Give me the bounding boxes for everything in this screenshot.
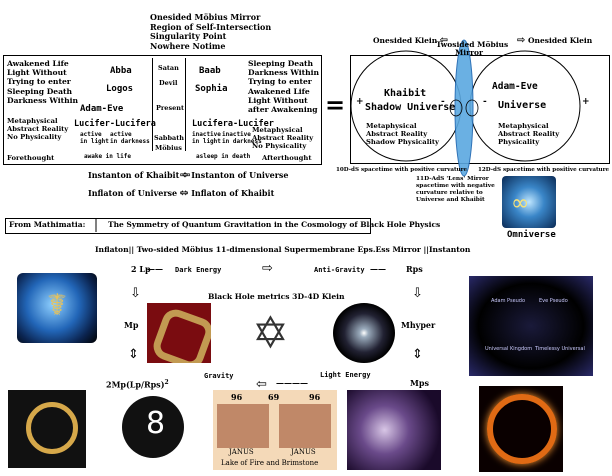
minus-left: - bbox=[441, 98, 445, 107]
universe-label: Universe bbox=[498, 100, 546, 111]
dark-energy-arrow: ⇨ bbox=[262, 262, 273, 275]
updown-arrow-right: ⇕ bbox=[412, 348, 423, 361]
khaibit-label: Khaibit bbox=[384, 88, 426, 99]
omniverse-label: Omniverse bbox=[507, 230, 556, 240]
lens-mirror bbox=[455, 40, 473, 176]
universe-egg-image: Adam Pseudo Eve Pseudo Universal Kingdom… bbox=[469, 276, 593, 376]
onesided-klein-right: ⇨ Onesided Klein bbox=[517, 34, 592, 47]
instanton-khaibit: Instanton of Khaibit ⇦ bbox=[88, 169, 190, 182]
down-arrow-right: ⇩ bbox=[412, 287, 423, 300]
supermembrane-line: Inflaton|| Two-sided Möbius 11-dimension… bbox=[95, 246, 470, 255]
earth-caduceus-image: ☤ bbox=[17, 273, 97, 343]
dark-energy-label: Dark Energy bbox=[175, 266, 221, 274]
janus-right-label: JANUS bbox=[291, 448, 316, 456]
cosmos-label-2: Eve Pseudo bbox=[539, 298, 568, 304]
light-energy-label: Light Energy bbox=[320, 371, 371, 379]
lake-label: Lake of Fire and Brimstone bbox=[221, 459, 318, 467]
dash-line: ———— bbox=[276, 379, 308, 388]
mp-label: Mp bbox=[124, 321, 138, 330]
mathimatia-title: The Symmetry of Quantum Gravitation in t… bbox=[108, 221, 440, 230]
janus-num-3: 96 bbox=[309, 392, 320, 402]
dragon-art-image bbox=[347, 390, 441, 470]
janus-left-label: JANUS bbox=[229, 448, 254, 456]
khaibit-meta: Metaphysical Abstract Reality Shadow Phy… bbox=[366, 122, 439, 146]
bh-metrics-label: Black Hole metrics 3D-4D Klein bbox=[208, 293, 345, 302]
ds-right-note: 12D-dS spacetime with positive curvature bbox=[478, 166, 609, 175]
arrow-rps: —— bbox=[370, 265, 386, 274]
updown-arrow-left: ⇕ bbox=[128, 348, 139, 361]
plus-left: + bbox=[356, 98, 364, 107]
ouroboros-image bbox=[479, 386, 563, 472]
rps-label: Rps bbox=[406, 265, 423, 274]
plus-right: + bbox=[582, 98, 590, 107]
formula-label: 2Mp(Lp/Rps)2 bbox=[106, 379, 169, 389]
down-arrow-left: ⇩ bbox=[130, 287, 141, 300]
mobius-sculpture-image bbox=[147, 303, 211, 363]
mhyper-label: Mhyper bbox=[401, 321, 435, 330]
mps-label: Mps bbox=[410, 379, 429, 388]
cosmos-label-3: Universal Kingdom bbox=[485, 346, 532, 352]
minus-right: - bbox=[483, 98, 487, 107]
cosmic-sphere-image bbox=[333, 303, 395, 363]
omniverse-image: ∞ bbox=[502, 176, 556, 228]
gravity-label: Gravity bbox=[204, 372, 234, 380]
inflaton-khaibit: ⇨ Inflaton of Khaibit bbox=[180, 187, 274, 200]
janus-num-1: 96 bbox=[231, 392, 242, 402]
mirror-label: Mirror bbox=[455, 49, 483, 58]
mathimatia-label: From Mathimatia: bbox=[9, 221, 85, 230]
instanton-universe: ⇨ Instanton of Universe bbox=[180, 169, 289, 182]
inflaton-universe: Inflaton of Universe ⇦ bbox=[88, 187, 188, 200]
janus-num-2: 69 bbox=[268, 392, 279, 402]
cosmos-label-4: Timelessy Universal bbox=[535, 346, 585, 352]
arrow-lp: —— bbox=[147, 265, 163, 274]
lens-note: 11D-AdS 'Lens' Mirror spacetime with neg… bbox=[416, 176, 495, 204]
universe-meta: Metaphysical Abstract Reality Physicalit… bbox=[498, 122, 559, 146]
anti-gravity-label: Anti-Gravity bbox=[314, 266, 365, 274]
cosmos-label-1: Adam Pseudo bbox=[491, 298, 525, 304]
adam-eve-right: Adam-Eve bbox=[492, 81, 538, 92]
star-seal-image: ✡ bbox=[240, 305, 304, 369]
hourglass-clock-image: 8 bbox=[116, 390, 194, 468]
hunab-ku-image bbox=[8, 390, 86, 468]
janus-image: 96 69 96 JANUS JANUS Lake of Fire and Br… bbox=[213, 390, 337, 470]
ds-left-note: 10D-dS spacetime with positive curvature bbox=[336, 166, 467, 175]
